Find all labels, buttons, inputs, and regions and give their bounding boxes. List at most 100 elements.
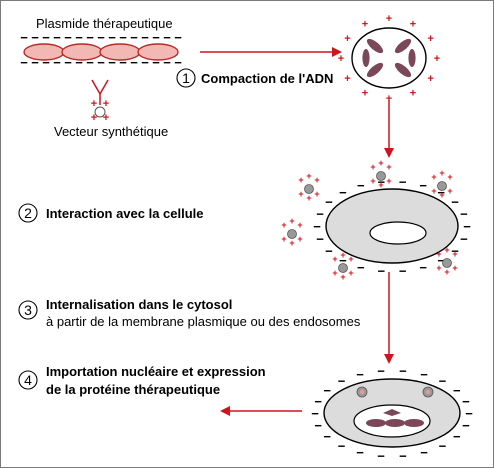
positive-charge: + [378,158,383,168]
negative-charge: − [119,55,127,70]
negative-charge: − [378,174,386,189]
positive-charge: + [386,13,392,25]
plasmid-negative-charges: −−−−−−−−−−−−−−−−−−−−−−−−−−−−−− [20,30,182,70]
positive-charge: + [436,263,441,273]
positive-charge: + [410,88,416,100]
negative-charge: − [419,178,427,193]
positive-charge: + [298,175,303,185]
positive-charge: + [434,53,440,65]
positive-charge: + [281,234,286,244]
expressing-cell [323,378,461,448]
negative-charge: − [378,264,386,279]
negative-charge: − [64,30,72,45]
positive-charge: + [439,190,444,200]
synthetic-vector-icon [91,79,109,118]
negative-charge: − [163,55,171,70]
negative-charge: − [357,178,365,193]
positive-charge: + [452,249,457,259]
negative-charge: − [451,195,459,210]
positive-charge: + [444,245,449,255]
negative-charge: − [311,406,319,421]
positive-charge: + [340,272,345,282]
positive-charge: + [314,189,319,199]
positive-charge: + [91,112,97,124]
positive-charge: + [447,172,452,182]
positive-charge: + [386,176,391,186]
vector-particle [287,229,297,239]
positive-charge: + [444,267,449,277]
negative-charge: − [462,394,470,409]
negative-charge: − [451,243,459,258]
positive-charge: + [103,98,109,110]
positive-charge: + [306,171,311,181]
negative-charge: − [31,30,39,45]
negative-charge: − [460,206,468,221]
positive-charge: + [362,88,368,100]
positive-charge: + [410,18,416,30]
negative-charge: − [462,418,470,433]
negative-charge: − [399,363,407,378]
positive-charge: + [344,33,350,45]
negative-charge: − [399,174,407,189]
negative-charge: − [316,232,324,247]
cell-membrane-negative-charges: −−−−−−−−−−−−−−−−−−−−−− [313,174,471,278]
negative-charge: − [439,374,447,389]
positive-charge: + [436,249,441,259]
negative-charge: − [42,55,50,70]
plasmid-label: Plasmide thérapeutique [36,16,173,31]
negative-charge: − [325,195,333,210]
step-1-title: Compaction de l'ADN [201,71,333,86]
negative-charge: − [339,185,347,200]
positive-charge: + [103,112,109,124]
negative-charge: − [338,374,346,389]
negative-charge: − [377,449,385,464]
negative-charge: − [465,406,473,421]
target-cell [325,188,459,264]
negative-charge: − [86,30,94,45]
negative-charge: − [152,55,160,70]
negative-charge: − [460,232,468,247]
step-3-number: 3 [24,302,32,318]
positive-charge: + [297,220,302,230]
positive-charge: + [306,193,311,203]
positive-charge: + [338,53,344,65]
vector-particles: ++++++++++++++++++++++++++++++++++++ [281,158,457,282]
step-1-number: 1 [182,70,190,86]
negative-charge: − [420,445,428,460]
negative-charge: − [75,55,83,70]
negative-charge: − [152,30,160,45]
negative-charge: − [174,55,182,70]
negative-charge: − [31,55,39,70]
vector-particle [338,263,348,273]
negative-charge: − [141,55,149,70]
vector-positive-charges: + + + + [91,98,109,124]
positive-charge: + [447,186,452,196]
negative-charge: − [20,30,28,45]
positive-charge: + [298,189,303,199]
negative-charge: − [53,30,61,45]
positive-charge: + [332,268,337,278]
negative-charge: − [439,438,447,453]
negative-charge: − [357,260,365,275]
negative-charge: − [437,253,445,268]
negative-charge: − [437,185,445,200]
negative-charge: − [325,243,333,258]
negative-charge: − [130,55,138,70]
step-2-title: Interaction avec la cellule [46,206,204,221]
negative-charge: − [20,55,28,70]
negative-charge: − [356,367,364,382]
negative-charge: − [399,264,407,279]
negative-charge: − [356,445,364,460]
positive-charge: + [378,180,383,190]
negative-charge: − [420,367,428,382]
positive-charge: + [370,176,375,186]
step-2-number: 2 [24,205,32,221]
negative-charge: − [419,260,427,275]
negative-charge: − [339,253,347,268]
step-1-circle [176,68,196,88]
positive-charge: + [314,175,319,185]
expressing-cell-negative-charges: −−−−−−−−−−−−−−−−−−−−−− [311,363,473,463]
positive-charge: + [91,98,97,110]
negative-charge: − [453,429,461,444]
